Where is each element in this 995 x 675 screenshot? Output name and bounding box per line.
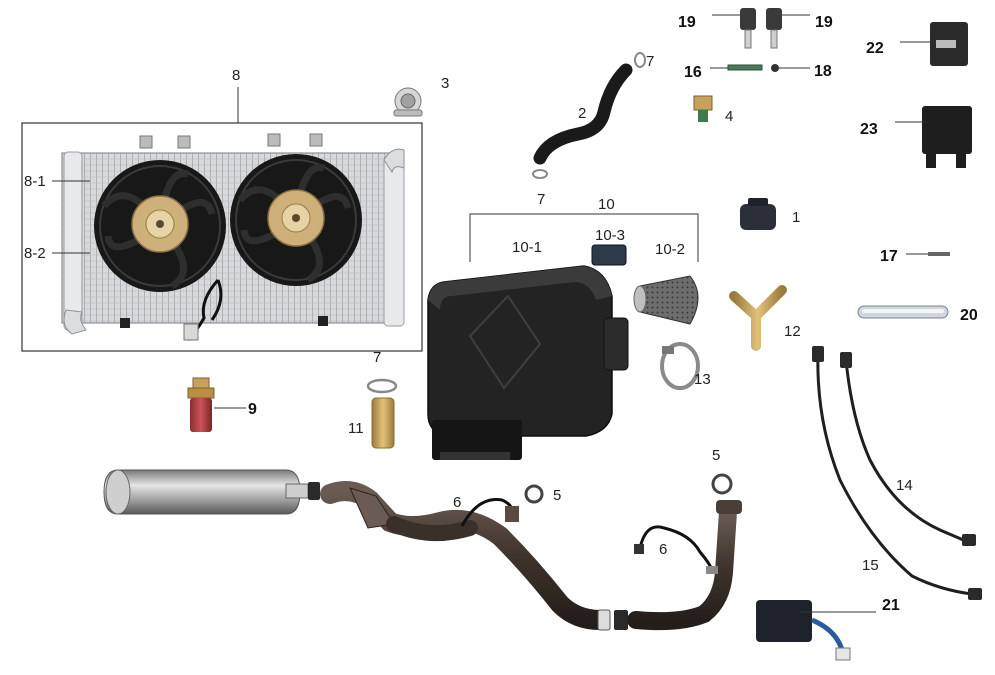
temperature-switch-4 — [693, 95, 713, 122]
rubber-cap-1 — [740, 198, 776, 230]
exhaust-gasket-left — [308, 482, 320, 500]
muffler — [103, 469, 309, 515]
radiator-left-tank — [63, 151, 83, 331]
label-part-4: 4 — [725, 108, 733, 125]
hose-clamp-13 — [660, 342, 700, 390]
temperature-sender-9 — [187, 377, 215, 432]
coolant-hose — [533, 63, 633, 165]
radiator-right-tank — [383, 155, 405, 327]
relay-22 — [930, 22, 968, 66]
label-part-3: 3 — [441, 75, 449, 92]
label-part-7-top: 7 — [646, 53, 654, 70]
pin-16 — [727, 64, 763, 71]
label-part-22: 22 — [866, 40, 884, 57]
label-part-14: 14 — [896, 477, 913, 494]
hose-clamp-top — [634, 52, 646, 68]
cone-air-filter-10-2 — [633, 275, 699, 325]
cooling-fan-left — [94, 160, 226, 292]
gasket-5-right — [711, 473, 733, 495]
label-part-10-2: 10-2 — [655, 241, 685, 258]
front-exhaust-pipe — [627, 500, 742, 631]
oxygen-sensor-6-right — [634, 525, 718, 574]
label-part-18: 18 — [814, 63, 832, 80]
label-part-10-1: 10-1 — [512, 239, 542, 256]
exhaust-pipe — [320, 481, 610, 630]
cdi-unit-21 — [756, 600, 851, 661]
hose-clamp-7-low — [366, 378, 398, 394]
bleed-valve-right — [766, 8, 782, 49]
label-part-17: 17 — [880, 248, 898, 265]
small-pin-17 — [928, 252, 950, 256]
spark-cable-14 — [840, 352, 976, 546]
label-part-5-mid: 5 — [553, 487, 561, 504]
label-part-10: 10 — [598, 196, 615, 213]
gasket-5-mid — [524, 484, 544, 504]
ring-18 — [771, 64, 779, 72]
radiator-inlet-pipe — [383, 148, 405, 174]
label-part-7-low: 7 — [373, 349, 381, 366]
brass-sleeve-11 — [371, 397, 395, 449]
glass-tube-20 — [857, 305, 949, 319]
spark-cable-15 — [812, 346, 982, 600]
exhaust-gasket-mid — [597, 609, 628, 631]
thermostat-cap — [393, 87, 423, 117]
label-part-1: 1 — [792, 209, 800, 226]
airbox-group-bracket — [469, 213, 699, 262]
label-part-8-1: 8-1 — [24, 173, 46, 190]
air-intake-clip-10-3 — [591, 244, 627, 266]
relay-23 — [922, 106, 972, 168]
hose-clamp-bottom — [532, 169, 548, 179]
label-part-7-mid: 7 — [537, 191, 545, 208]
label-part-9: 9 — [248, 401, 257, 418]
label-part-15: 15 — [862, 557, 879, 574]
label-part-6-right: 6 — [659, 541, 667, 558]
label-part-16: 16 — [684, 64, 702, 81]
label-part-8-2: 8-2 — [24, 245, 46, 262]
air-filter-box — [427, 265, 629, 460]
label-part-20: 20 — [960, 307, 978, 324]
bleed-valve-left — [740, 8, 756, 49]
label-part-13: 13 — [694, 371, 711, 388]
label-part-23: 23 — [860, 121, 878, 138]
label-part-11: 11 — [348, 420, 364, 437]
y-fitting-12 — [729, 285, 787, 351]
label-part-19-left: 19 — [678, 14, 696, 31]
oxygen-sensor-6-mid — [460, 498, 519, 527]
radiator-fan-assembly — [21, 87, 423, 352]
cooling-fan-right — [230, 154, 362, 286]
label-part-6-mid: 6 — [453, 494, 461, 511]
label-part-8: 8 — [232, 67, 240, 84]
radiator-group-frame — [21, 122, 423, 352]
label-part-19-right: 19 — [815, 14, 833, 31]
label-part-5-right: 5 — [712, 447, 720, 464]
label-part-21: 21 — [882, 597, 900, 614]
label-part-12: 12 — [784, 323, 801, 340]
label-part-2: 2 — [578, 105, 586, 122]
label-part-10-3: 10-3 — [595, 227, 625, 244]
radiator-outlet-pipe — [63, 309, 87, 335]
